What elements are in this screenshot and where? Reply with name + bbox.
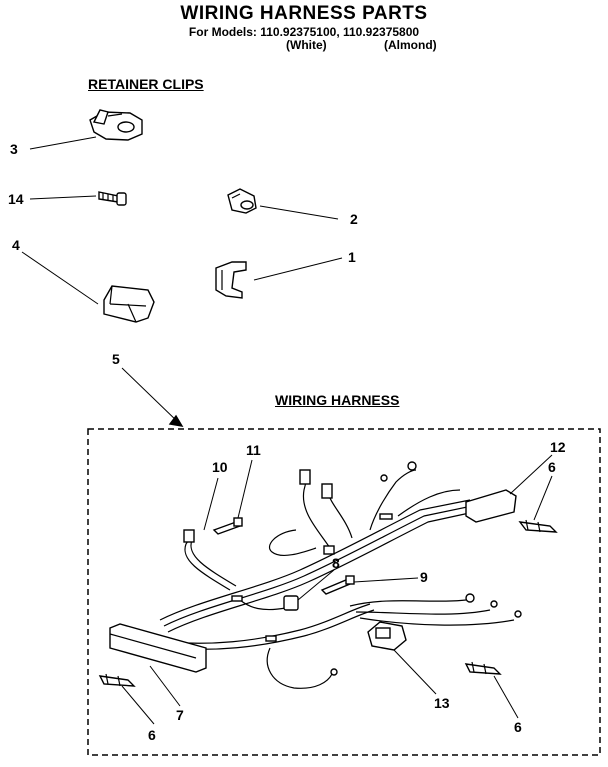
callout-5: 5 [112,351,120,367]
retainer-clip-part-4 [103,285,155,323]
callout-13: 13 [434,695,450,711]
leader-4 [21,251,99,305]
page-title: WIRING HARNESS PARTS [180,3,428,24]
leader-11 [237,459,253,519]
terminal-part-6-left [98,673,136,687]
leader-8 [297,569,335,601]
leader-6-right [533,475,553,521]
terminal-part-9 [320,575,355,595]
callout-2: 2 [350,211,358,227]
callout-6-right: 6 [548,459,556,475]
terminal-part-11 [212,517,243,535]
callout-6-bottom: 6 [514,719,522,735]
callout-7: 7 [176,707,184,723]
callout-6-left: 6 [148,727,156,743]
leader-9 [353,577,419,583]
variant-almond-label: (Almond) [384,38,437,52]
callout-14: 14 [8,191,24,207]
terminal-part-6-bottom [464,661,502,675]
callout-8: 8 [332,555,340,571]
variant-white-label: (White) [286,38,327,52]
leader-14 [29,195,97,200]
leader-12 [509,454,553,495]
callout-10: 10 [212,459,228,475]
callout-9: 9 [420,569,428,585]
leader-6-bottom [493,675,519,719]
retainer-clips-heading: RETAINER CLIPS [88,76,204,92]
leader-2 [259,205,339,220]
retainer-clip-part-3 [89,109,143,141]
leader-13 [393,649,437,695]
leader-1 [253,257,343,281]
callout-11: 11 [246,442,261,458]
leader-3 [29,136,97,150]
callout-4: 4 [12,237,20,253]
terminal-part-6-right [518,519,558,533]
callout-12: 12 [550,439,566,455]
leader-5-arrowhead [168,414,184,427]
harness-frame [87,428,601,756]
leader-7 [149,665,181,707]
leader-10 [203,477,219,531]
retainer-clip-part-2 [227,188,257,214]
wiring-harness-heading: WIRING HARNESS [275,392,400,408]
leader-6-left [121,685,155,725]
models-subtitle: For Models: 110.92375100, 110.92375800 [188,25,420,39]
screw-part-14 [98,191,127,206]
leader-5 [121,367,181,425]
callout-3: 3 [10,141,18,157]
retainer-clip-part-1 [215,261,247,299]
wiring-harness-part-5 [109,461,522,689]
callout-1: 1 [348,249,356,265]
